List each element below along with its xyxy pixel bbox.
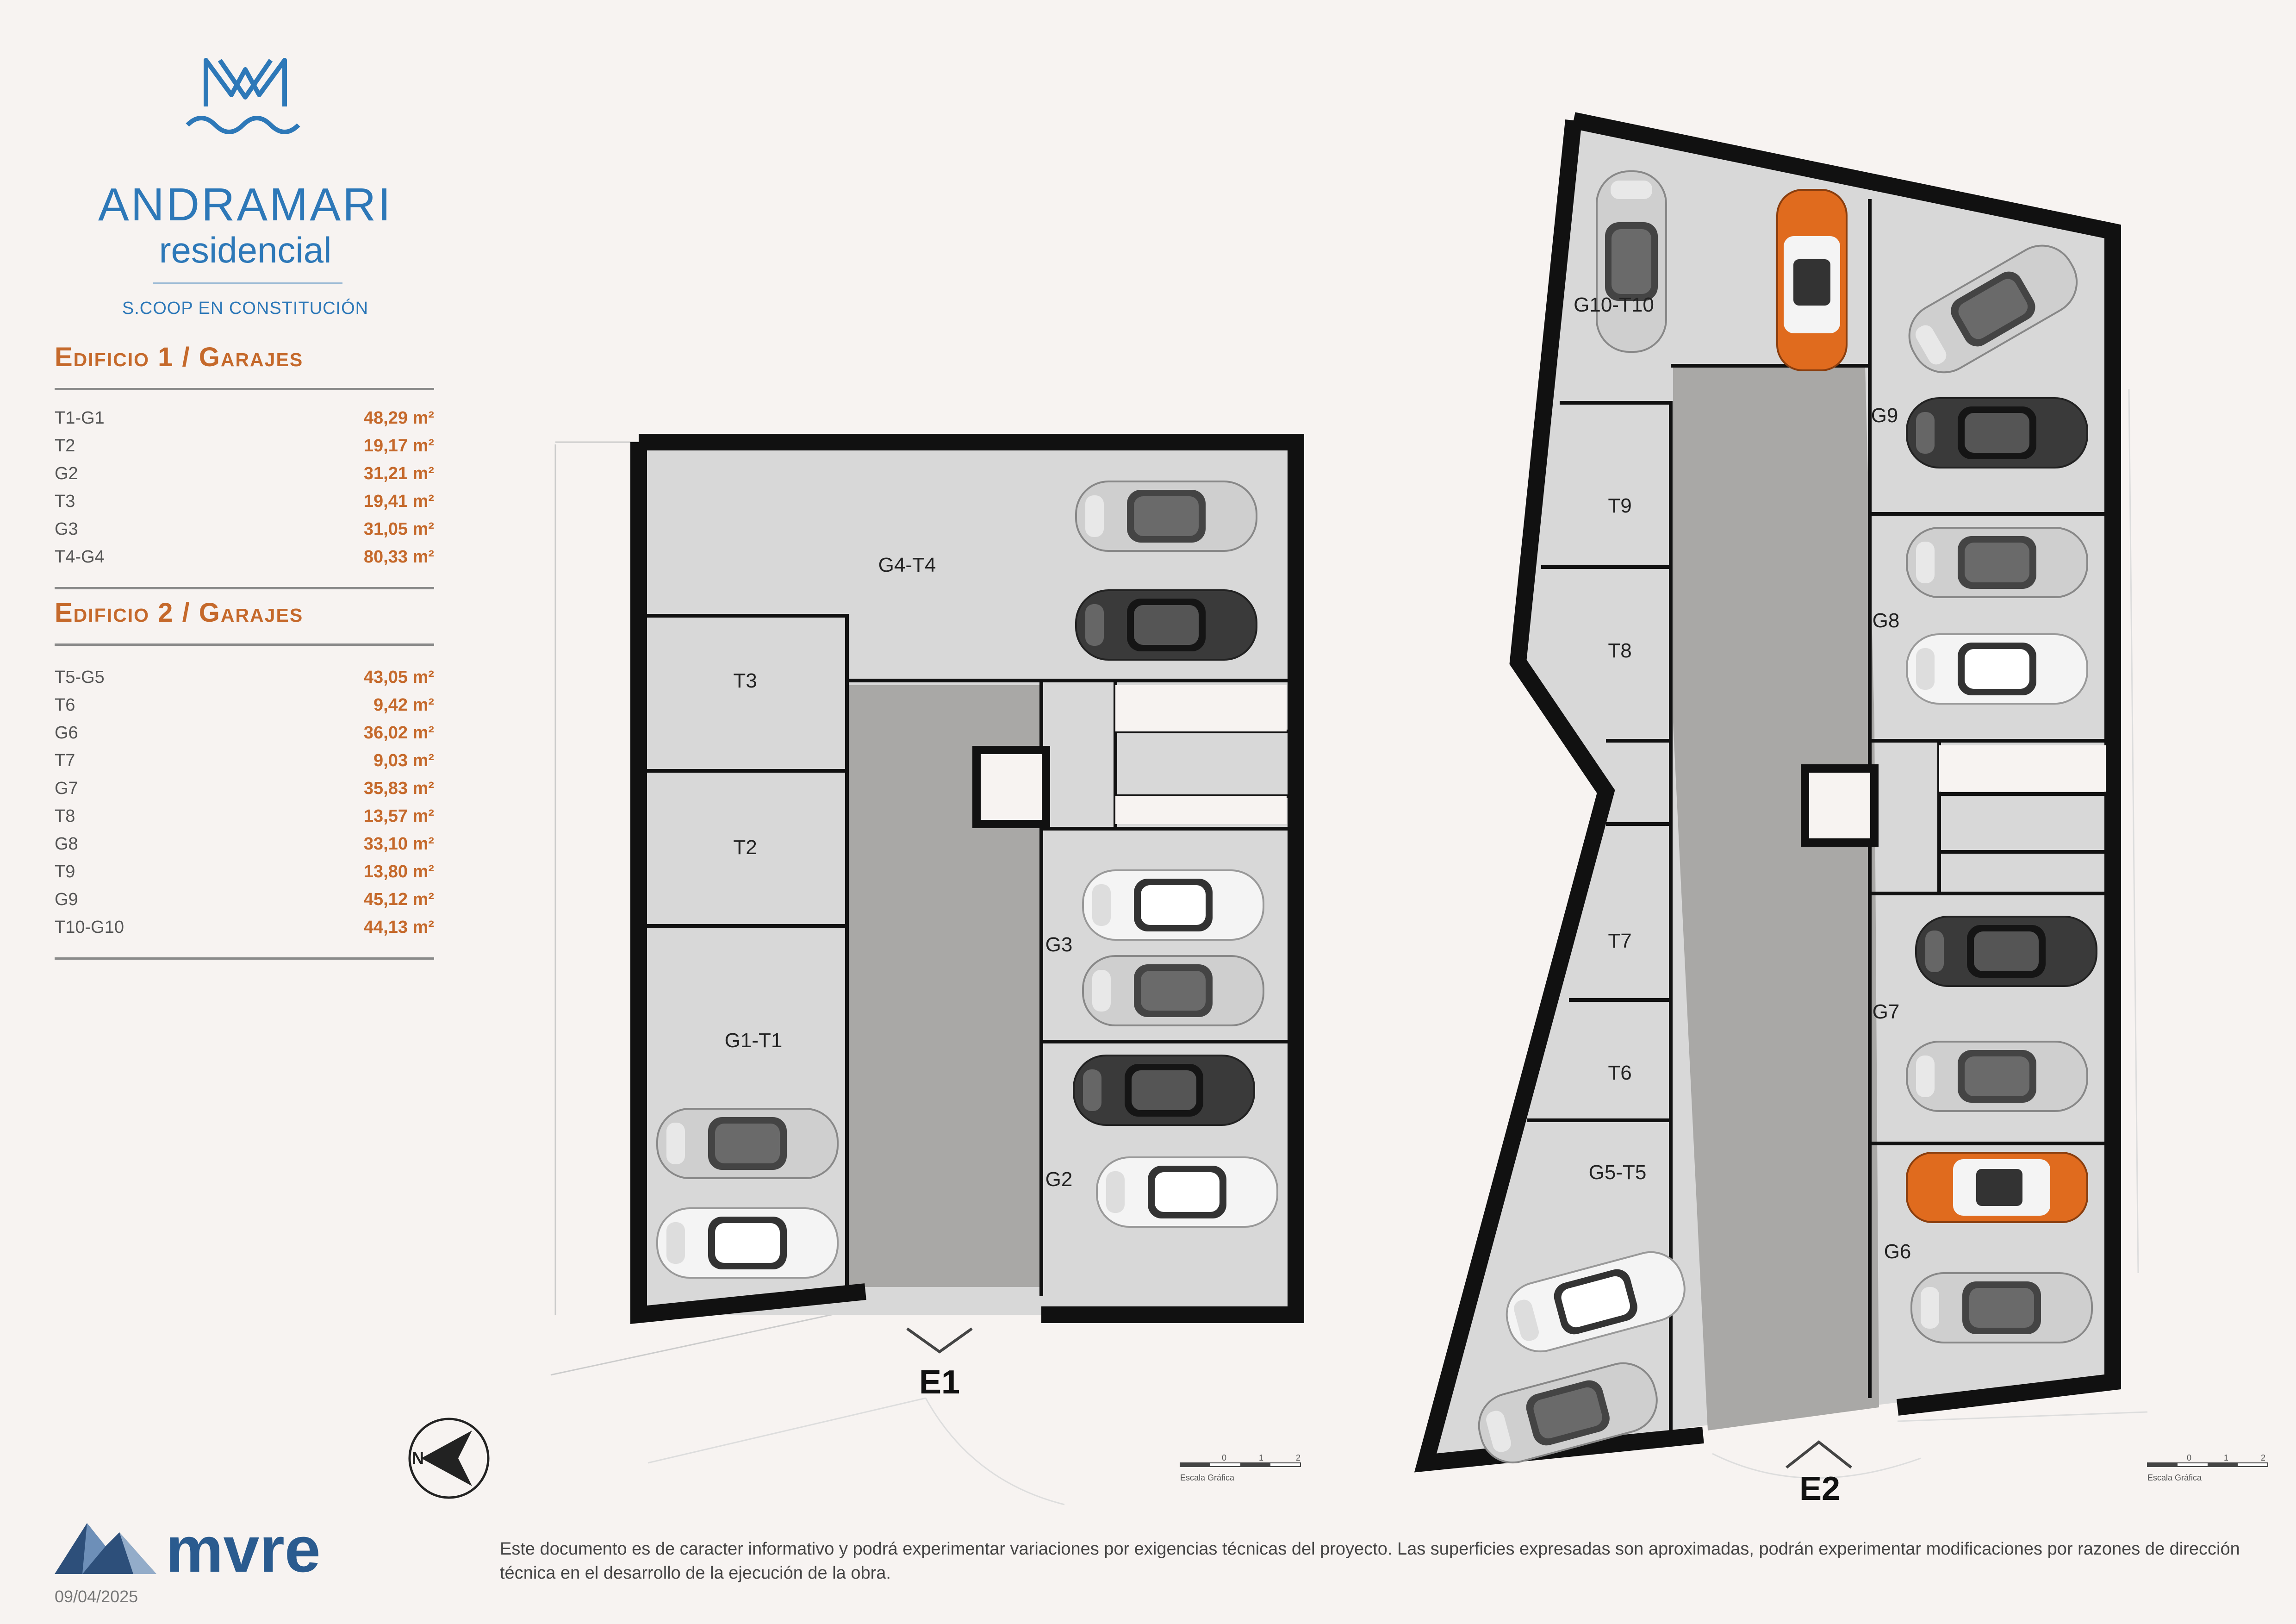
room-label-t7: T7 — [1608, 930, 1631, 952]
room-label-g8: G8 — [1873, 609, 1900, 632]
room-label-t3: T3 — [733, 669, 757, 692]
building-1-plan: G4-T4 T3 T2 G1-T1 G3 G2 E1 — [550, 434, 1304, 1505]
edificio2-title: Edificio 2 / Garajes — [55, 598, 304, 628]
scale-bar-2: Escala Gráfica 0 1 2 — [2147, 1453, 2268, 1482]
edificio1-rule-bottom — [55, 587, 434, 589]
north-compass-icon: N — [408, 1418, 490, 1499]
room-label-g1-t1: G1-T1 — [725, 1029, 783, 1052]
company-name: mvre — [166, 1514, 321, 1583]
room-label-g4-t4: G4-T4 — [878, 554, 936, 576]
scale-bar-1: Escala Gráfica 0 1 2 — [1180, 1453, 1301, 1482]
entry-arrow-e2 — [1786, 1440, 1852, 1469]
brand-subtitle: residencial — [159, 230, 332, 270]
mvre-logo: mvre — [55, 1514, 321, 1583]
room-label-t8: T8 — [1608, 639, 1631, 662]
room-label-g3: G3 — [1045, 933, 1073, 956]
edificio2-rule — [55, 643, 434, 646]
room-label-t6: T6 — [1608, 1062, 1631, 1084]
room-label-g10-t10: G10-T10 — [1574, 294, 1654, 316]
entry-arrow-e1 — [906, 1327, 973, 1354]
svg-text:N: N — [412, 1449, 424, 1468]
brand-coop: S.COOP EN CONSTITUCIÓN — [122, 299, 369, 318]
svg-text:1: 1 — [2224, 1453, 2228, 1462]
svg-text:0: 0 — [2187, 1453, 2191, 1462]
edificio1-title: Edificio 1 / Garajes — [55, 342, 304, 372]
room-label-g9: G9 — [1871, 404, 1898, 427]
svg-text:1: 1 — [1259, 1453, 1263, 1462]
entry-label-e1: E1 — [919, 1364, 960, 1401]
building-2-plan: G10-T10 G9 T9 T8 G8 T7 G7 T6 G5-T5 G6 E2 — [1414, 112, 2148, 1507]
disclaimer-text: Este documento es de caracter informativ… — [500, 1539, 2240, 1583]
brand-divider — [153, 282, 342, 284]
document-date: 09/04/2025 — [55, 1587, 138, 1606]
room-label-g5-t5: G5-T5 — [1589, 1161, 1647, 1184]
room-label-t9: T9 — [1608, 494, 1631, 517]
brand-name: ANDRAMARI — [98, 179, 393, 231]
entry-label-e2: E2 — [1799, 1470, 1840, 1507]
room-label-g2: G2 — [1045, 1168, 1073, 1191]
edificio1-rule — [55, 388, 434, 390]
room-label-g7: G7 — [1873, 1000, 1900, 1023]
room-label-g6: G6 — [1884, 1240, 1911, 1263]
svg-text:2: 2 — [2261, 1453, 2265, 1462]
andramari-logo — [186, 58, 300, 134]
svg-text:2: 2 — [1296, 1453, 1300, 1462]
scale-label: Escala Gráfica — [2147, 1473, 2202, 1482]
edificio2-rule-bottom — [55, 957, 434, 960]
room-label-t2: T2 — [733, 836, 757, 859]
scale-label: Escala Gráfica — [1180, 1473, 1235, 1482]
svg-text:0: 0 — [1222, 1453, 1226, 1462]
